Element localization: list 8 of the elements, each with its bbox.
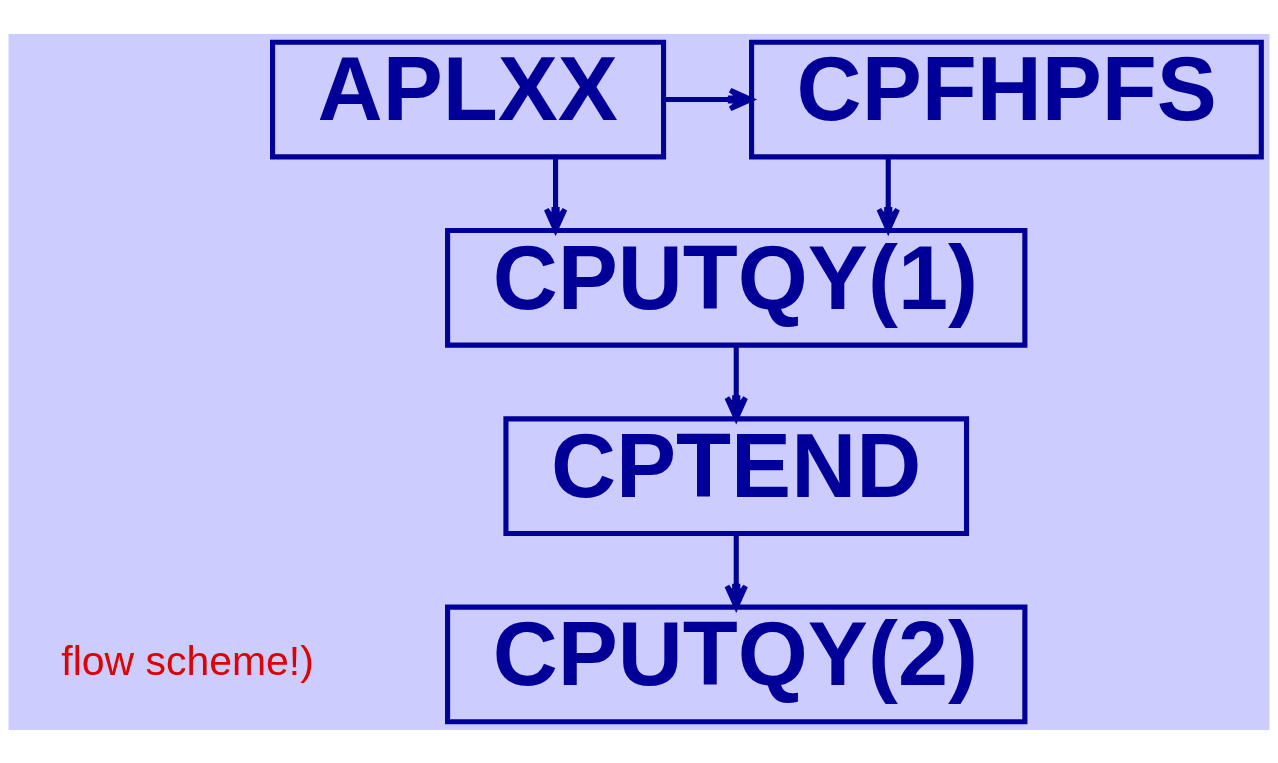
node-box: CPFHPFS	[749, 39, 1264, 159]
arrow	[663, 87, 754, 111]
node-box: CPUTQY(1)	[445, 227, 1028, 348]
node-box: CPTEND	[503, 415, 970, 536]
arrow	[543, 156, 568, 233]
node-box: APLXX	[270, 39, 667, 159]
node-box: CPUTQY(2)	[445, 604, 1028, 724]
label: flow scheme!)	[61, 637, 314, 684]
